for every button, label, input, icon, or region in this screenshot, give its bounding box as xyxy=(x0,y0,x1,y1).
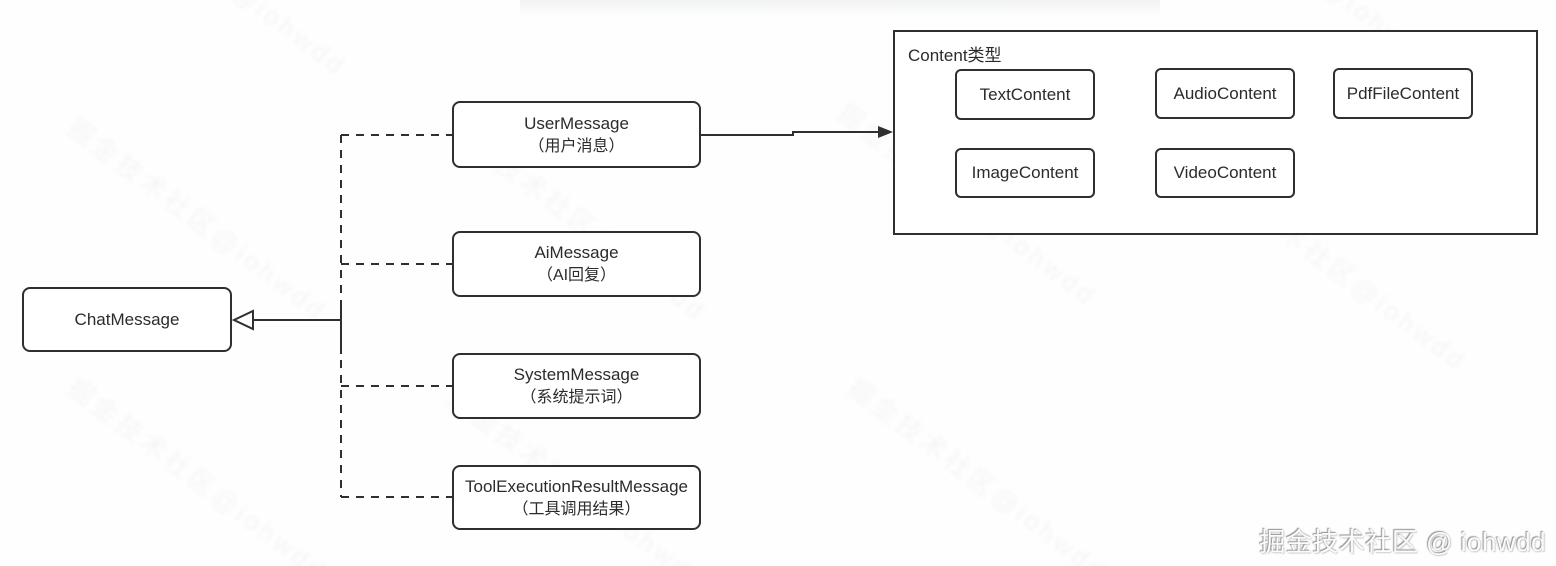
node-tool-execution-result-message: ToolExecutionResultMessage （工具调用结果） xyxy=(452,465,701,530)
node-label: PdfFileContent xyxy=(1346,83,1460,103)
node-label: VideoContent xyxy=(1173,163,1277,182)
node-system-message: SystemMessage （系统提示词） xyxy=(452,353,701,419)
user-to-content-arrowhead xyxy=(878,126,893,138)
node-label: UserMessage xyxy=(524,113,629,133)
node-label: ChatMessage xyxy=(74,310,180,329)
node-text-content: TextContent xyxy=(955,69,1095,120)
node-sublabel: （工具调用结果） xyxy=(512,500,641,518)
node-audio-content: AudioContent xyxy=(1155,68,1295,119)
inheritance-triangle-arrowhead xyxy=(231,309,254,331)
content-group-title: Content类型 xyxy=(908,46,1002,65)
node-sublabel: （用户消息） xyxy=(528,137,625,155)
node-chat-message: ChatMessage xyxy=(22,287,232,352)
node-label: SystemMessage xyxy=(513,365,640,384)
user-to-content-line xyxy=(701,131,879,136)
node-ai-message: AiMessage （AI回复） xyxy=(452,231,701,297)
node-pdf-file-content: PdfFileContent xyxy=(1333,68,1473,119)
node-label: AudioContent xyxy=(1173,83,1277,103)
node-image-content: ImageContent xyxy=(955,148,1095,198)
node-label: ImageContent xyxy=(971,163,1079,182)
node-label: TextContent xyxy=(979,84,1071,104)
node-video-content: VideoContent xyxy=(1155,148,1295,198)
node-label: ToolExecutionResultMessage xyxy=(464,476,688,496)
node-user-message: UserMessage （用户消息） xyxy=(452,101,701,168)
content-types-group: Content类型 TextContent AudioContent PdfFi… xyxy=(893,30,1538,235)
node-label: AiMessage xyxy=(534,243,619,262)
node-sublabel: （AI回复） xyxy=(536,267,617,284)
node-sublabel: （系统提示词） xyxy=(520,389,633,406)
